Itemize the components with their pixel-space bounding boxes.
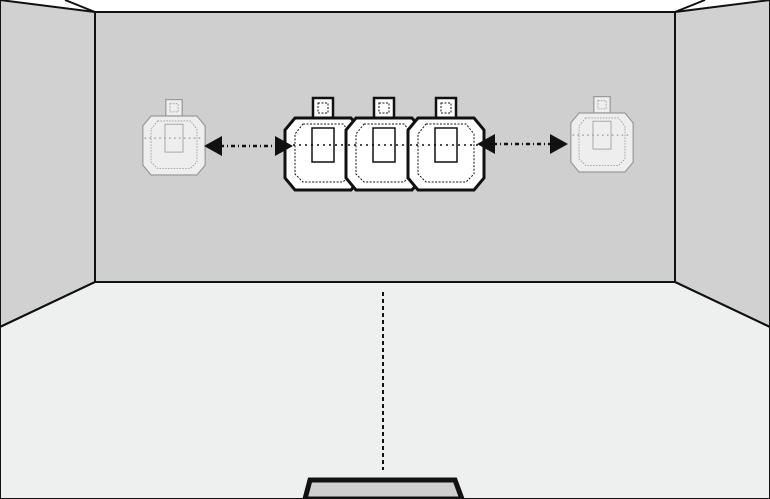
arrow-head-right bbox=[550, 134, 568, 154]
target-head-zone bbox=[440, 102, 452, 114]
target-head-zone bbox=[317, 102, 329, 114]
targets-layer bbox=[142, 95, 634, 192]
target-outer-zone bbox=[355, 123, 413, 183]
left-wall bbox=[0, 0, 96, 329]
ceiling-right-edge bbox=[674, 0, 706, 13]
arrows-layer bbox=[204, 134, 568, 156]
target-outer-zone bbox=[578, 117, 626, 166]
target-head bbox=[593, 95, 611, 114]
target-right-ghost bbox=[570, 95, 634, 173]
target-body bbox=[570, 112, 634, 173]
right-movement-arrow bbox=[477, 134, 568, 154]
target-outer-zone bbox=[417, 123, 475, 183]
floor-right-edge bbox=[674, 281, 770, 328]
target-outer-zone bbox=[150, 120, 198, 169]
left-movement-arrow bbox=[204, 136, 293, 156]
arrow-head-right bbox=[275, 136, 293, 156]
target-head bbox=[434, 96, 458, 120]
target-center-right bbox=[406, 96, 486, 192]
shooting-box bbox=[302, 477, 465, 499]
floor-left-edge bbox=[0, 281, 96, 328]
target-left-ghost bbox=[142, 98, 206, 176]
target-head-zone bbox=[378, 102, 390, 114]
target-head bbox=[165, 98, 183, 117]
target-head bbox=[372, 96, 396, 120]
ceiling-left-edge bbox=[64, 0, 96, 13]
arrow-head-left bbox=[477, 134, 495, 154]
target-head bbox=[311, 96, 335, 120]
target-body bbox=[406, 116, 486, 192]
right-wall bbox=[674, 0, 770, 329]
target-body bbox=[142, 115, 206, 176]
arrow-head-left bbox=[204, 136, 222, 156]
floor bbox=[0, 281, 770, 499]
target-outer-zone bbox=[294, 123, 352, 183]
